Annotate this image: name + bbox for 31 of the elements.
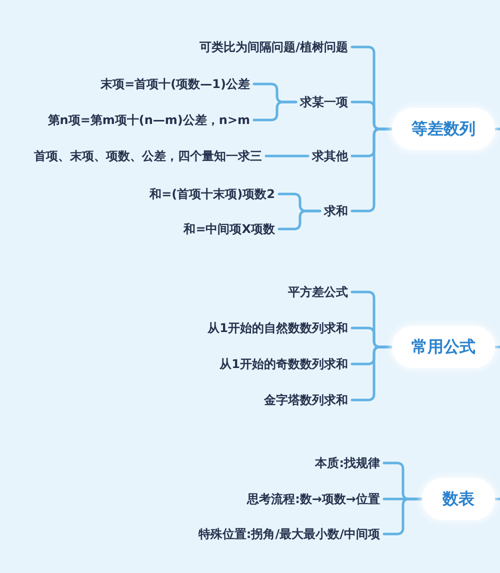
branch-text: 首项、末项、项数、公差，四个量知一求三: [30, 148, 266, 164]
branch-text: 求和: [320, 203, 352, 219]
branch-line: [252, 100, 298, 122]
branch-text: 从1开始的奇数数列求和: [216, 356, 352, 372]
branch-text: 和=(首项十末项)项数2: [146, 186, 279, 202]
branch-text: 可类比为间隔问题/植树问题: [196, 39, 352, 55]
topic-pill: [392, 326, 495, 368]
topic-title: 常用公式: [412, 337, 476, 357]
branch-line: [382, 498, 424, 536]
branch-text: 求某一项: [296, 94, 352, 110]
branch-text: 思考流程:数→项数→位置: [243, 491, 384, 507]
branch-line: [494, 128, 500, 130]
branch-text: 金字塔数列求和: [260, 392, 352, 408]
branch-text: 末项=首项十(项数—1)公差: [96, 76, 254, 92]
branch-line: [278, 210, 322, 230]
branch-text: 特殊位置:拐角/最大最小数/中间项: [194, 526, 384, 542]
topic-pill: [422, 478, 495, 520]
topic-title: 等差数列: [412, 119, 476, 139]
branch-text: 求其他: [308, 148, 352, 164]
branch-text: 和=中间项X项数: [180, 221, 279, 237]
branch-line: [494, 346, 500, 348]
topic-pill: [392, 108, 495, 150]
branch-text: 从1开始的自然数数列求和: [204, 320, 352, 336]
topic-title: 数表: [442, 489, 474, 509]
branch-text: 第n项=第m项十(n—m)公差，n>m: [44, 112, 254, 128]
branch-line: [350, 128, 394, 212]
branch-text: 平方差公式: [284, 284, 352, 300]
branch-text: 本质:找规律: [311, 455, 384, 471]
branch-line: [264, 154, 310, 158]
branch-line: [494, 498, 500, 500]
branch-line: [350, 346, 394, 402]
